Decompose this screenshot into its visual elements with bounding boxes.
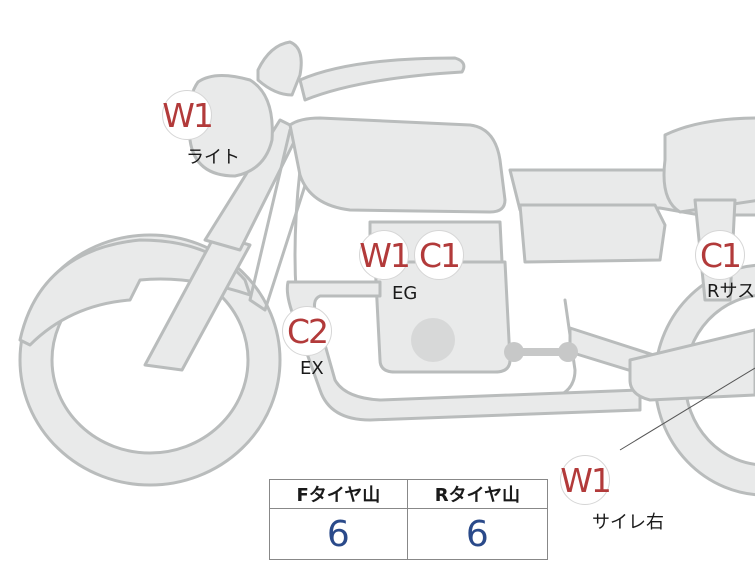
engine-block [373,260,512,374]
marker-exhaust: C2 [282,306,332,356]
side-cover [518,203,667,264]
marker-muffler-right: W1 [560,455,612,505]
marker-engine-c: C1 [414,230,464,280]
label-rear-suspension: Rサス [707,281,755,302]
fuel-tank [288,116,507,214]
marker-engine-w: W1 [359,230,411,280]
front-tire-header: Fタイヤ山 [269,479,408,509]
marker-light: W1 [162,90,214,140]
rear-tire-value: 6 [406,508,549,560]
leader-line [619,367,755,451]
front-tire-value: 6 [269,508,408,560]
rear-tire-header: Rタイヤ山 [406,479,549,509]
muffler [628,328,755,402]
label-muffler-right: サイレ右 [592,512,664,533]
marker-rear-suspension: C1 [695,230,745,280]
engine-cover [411,318,455,362]
foot-peg [504,342,578,362]
handlebar [298,56,466,102]
front-fender [18,238,252,347]
handlebar-mount [256,40,303,97]
label-engine: EG [392,283,418,304]
rear-cowl [662,116,755,214]
label-exhaust: EX [300,358,324,379]
front-fork [143,233,252,372]
tire-tread-table: Fタイヤ山 Rタイヤ山 6 6 [269,479,549,560]
label-light: ライト [186,147,240,168]
